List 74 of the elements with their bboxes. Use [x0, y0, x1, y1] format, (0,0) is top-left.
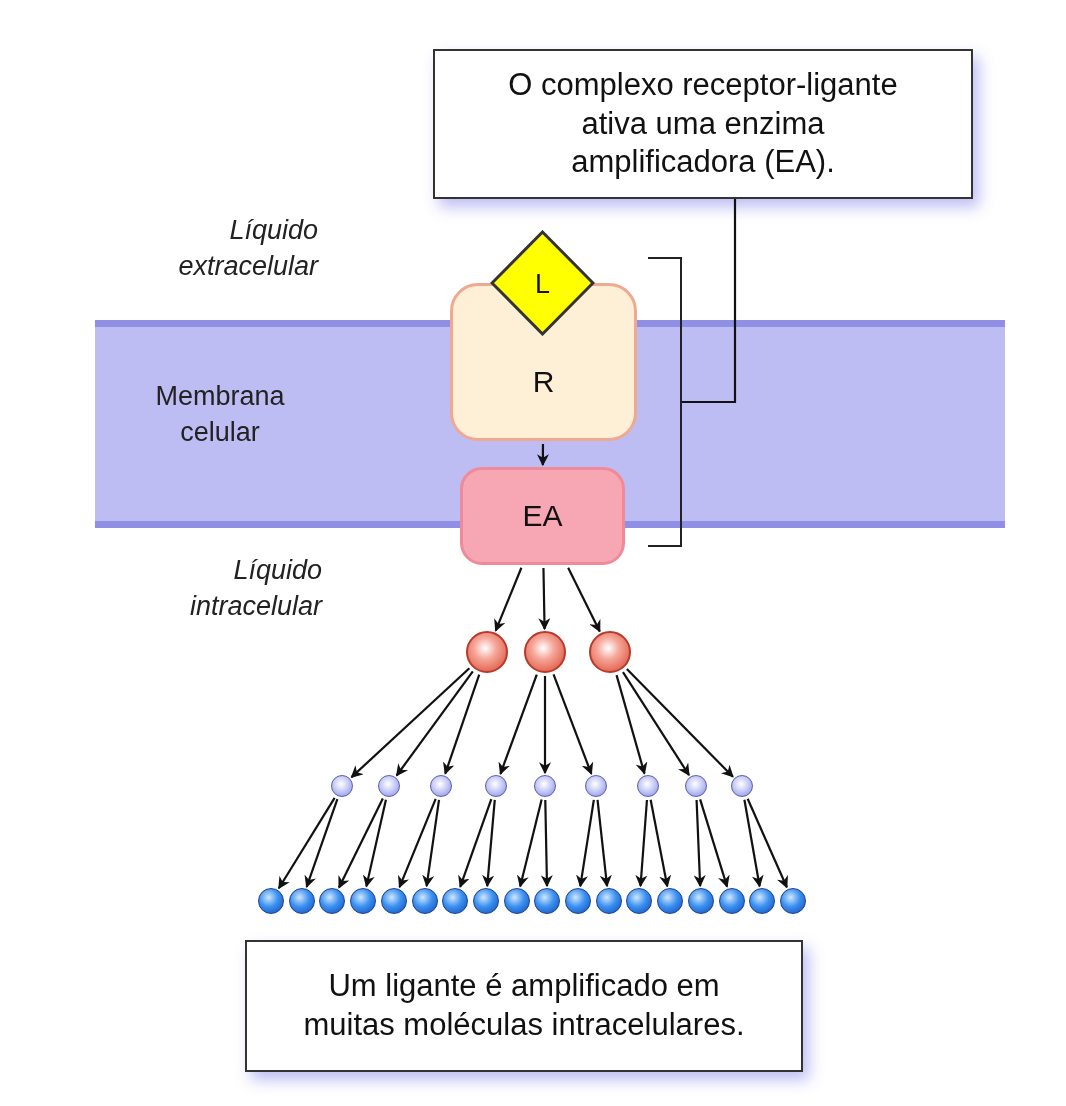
molecule-circle: [595, 888, 622, 914]
callout-text: O complexo receptor-ligante ativa uma enzima amplificadora (EA).: [507, 65, 899, 182]
callout-box: [245, 940, 803, 1072]
molecule-circle: [472, 888, 499, 914]
molecule-circle: [258, 888, 284, 914]
arrow: [538, 676, 552, 775]
molecule-circle: [589, 631, 631, 673]
node-label: R: [532, 363, 555, 400]
molecule-circle: [637, 775, 659, 797]
node-label: L: [535, 268, 550, 302]
molecule-circle: [350, 888, 377, 914]
molecule-circle: [534, 775, 556, 797]
callout-text: Um ligante é amplificado em muitas moléculas intracelulares.: [302, 967, 746, 1044]
molecule-circle: [718, 888, 745, 914]
arrow: [422, 799, 441, 888]
arrow: [395, 670, 474, 777]
arrow: [494, 567, 523, 632]
arrow: [596, 799, 612, 888]
arrow: [693, 799, 706, 888]
molecule-circle: [626, 888, 653, 914]
arrow: [576, 799, 595, 888]
arrow: [615, 674, 648, 775]
molecule-circle: [378, 775, 400, 797]
region-label: Líquido intracelular: [188, 554, 322, 624]
arrow: [350, 667, 471, 778]
arrow: [498, 674, 538, 775]
arrow: [626, 668, 734, 778]
region-label: Líquido extracelular: [177, 214, 318, 284]
arrow: [622, 671, 690, 777]
arrow: [398, 798, 437, 889]
arrow: [746, 798, 788, 889]
molecule-circle: [687, 888, 714, 914]
molecule-circle: [779, 888, 806, 914]
arrow: [699, 799, 730, 888]
region-label: Membrana celular: [154, 380, 286, 450]
molecule-circle: [319, 888, 346, 914]
molecule-circle: [430, 775, 452, 797]
arrow: [338, 798, 384, 889]
molecule-circle: [565, 888, 591, 914]
arrow: [635, 799, 649, 888]
arrow: [536, 444, 549, 467]
molecule-circle: [485, 775, 507, 797]
arrow: [362, 799, 387, 888]
callout-box: [433, 49, 973, 199]
bracket: [647, 257, 682, 547]
molecule-circle: [331, 775, 353, 797]
ligand-diamond: [490, 230, 595, 336]
arrow: [552, 674, 594, 775]
molecule-circle: [749, 888, 776, 914]
molecule-circle: [503, 888, 530, 914]
arrow: [443, 674, 481, 775]
arrow: [567, 567, 601, 633]
arrow: [516, 799, 543, 888]
molecule-circle: [685, 775, 707, 797]
molecule-circle: [534, 888, 561, 914]
molecule-circle: [524, 631, 566, 673]
enzyme-box: [460, 467, 625, 565]
arrow: [304, 798, 339, 888]
molecule-circle: [442, 888, 469, 914]
arrow: [649, 799, 672, 888]
node-label: EA: [522, 498, 563, 535]
molecule-circle: [288, 888, 315, 914]
arrow: [458, 798, 493, 888]
arrow: [277, 797, 336, 890]
molecule-circle: [731, 775, 753, 797]
arrow: [540, 799, 553, 888]
arrow: [482, 799, 496, 888]
molecule-circle: [585, 775, 607, 797]
molecule-circle: [657, 888, 684, 914]
arrow: [743, 799, 764, 888]
molecule-circle: [411, 888, 438, 914]
arrow: [538, 568, 551, 631]
molecule-circle: [380, 888, 407, 914]
molecule-circle: [466, 631, 508, 673]
